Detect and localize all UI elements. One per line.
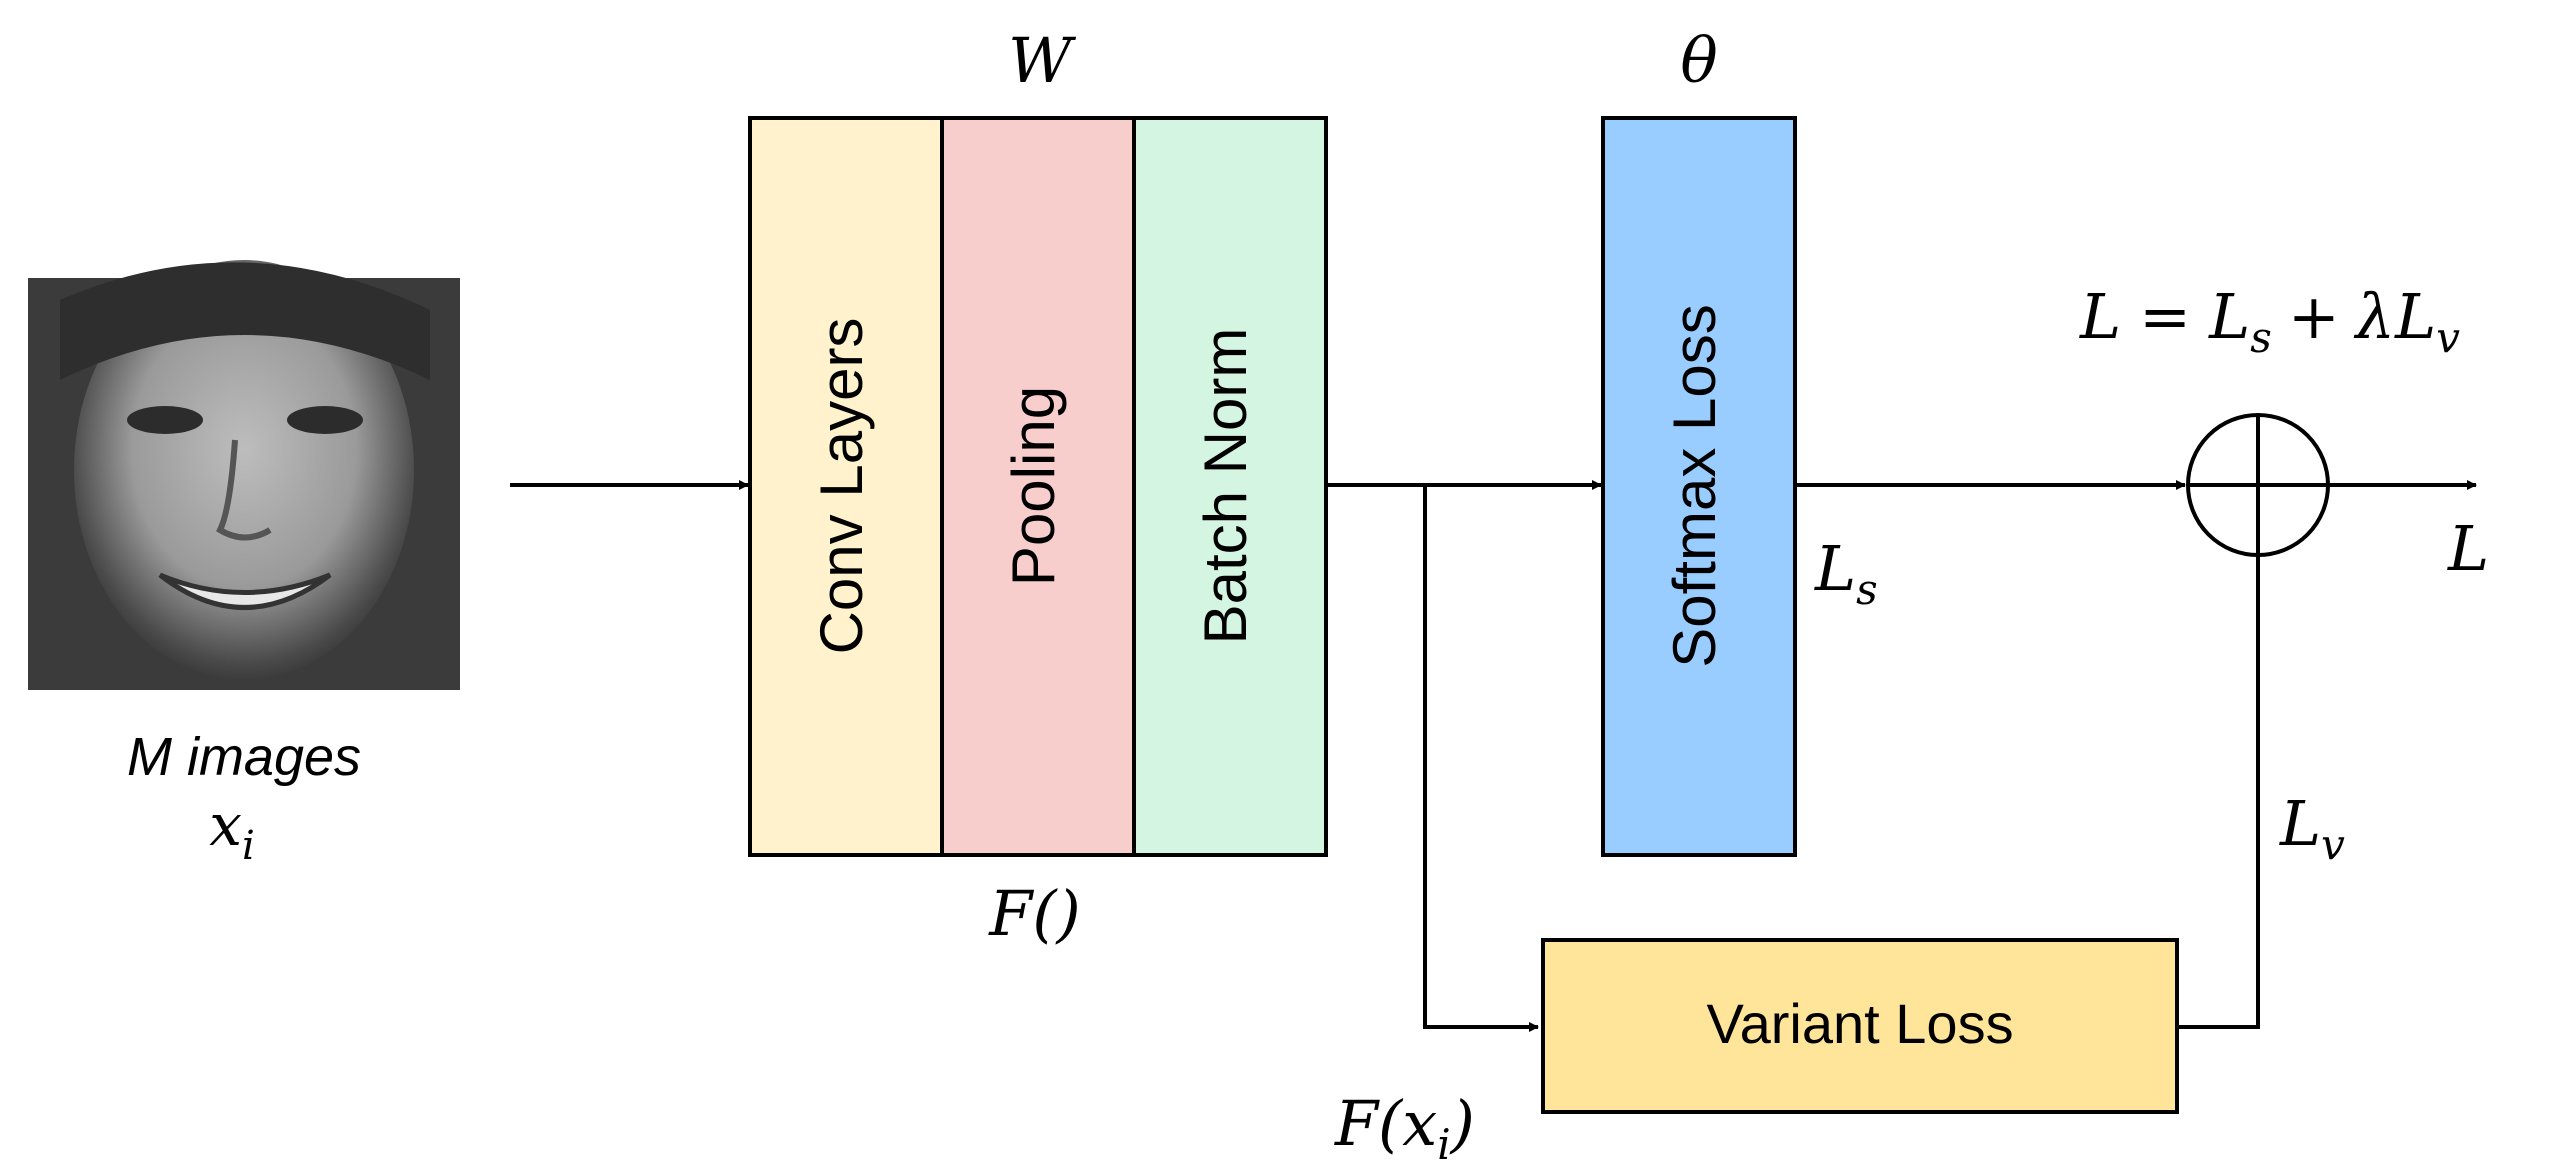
function-label: F() [988, 877, 1080, 950]
softmax-param-label: θ [1680, 24, 1717, 97]
ls-label: Ls [1814, 532, 1878, 614]
variant-input-label: F(xi) [1334, 1087, 1475, 1169]
network-block: Conv Layers Pooling Batch Norm [748, 116, 1328, 857]
lv-label: Lv [2279, 787, 2345, 869]
conv-layers-block [748, 116, 944, 857]
variant-loss-label: Variant Loss [1706, 992, 2013, 1055]
loss-equation: L=Ls+λLv [2079, 280, 2460, 362]
pooling-label: Pooling [1000, 386, 1067, 586]
arrow-network-to-variant [1423, 485, 1539, 1032]
face-image [28, 260, 460, 690]
input-caption-line1: M images [127, 727, 361, 787]
conv-layers-label: Conv Layers [808, 318, 875, 655]
ls-L: L [1814, 532, 1856, 605]
arrow-variant-to-combiner [2177, 539, 2263, 1029]
output-label: L [2447, 512, 2489, 585]
input-caption-sub: i [242, 823, 255, 869]
combiner-sum-node [2186, 413, 2330, 557]
variant-loss-block [1541, 938, 2179, 1114]
input-caption-x: x [209, 791, 242, 859]
batch-norm-block [1132, 116, 1328, 857]
batch-norm-label: Batch Norm [1192, 328, 1259, 645]
weights-label: W [1008, 24, 1076, 97]
ls-sub: s [1856, 565, 1878, 614]
input-caption-variable: xi [209, 791, 255, 869]
softmax-loss-block [1601, 116, 1797, 857]
softmax-loss-label: Softmax Loss [1661, 304, 1728, 668]
